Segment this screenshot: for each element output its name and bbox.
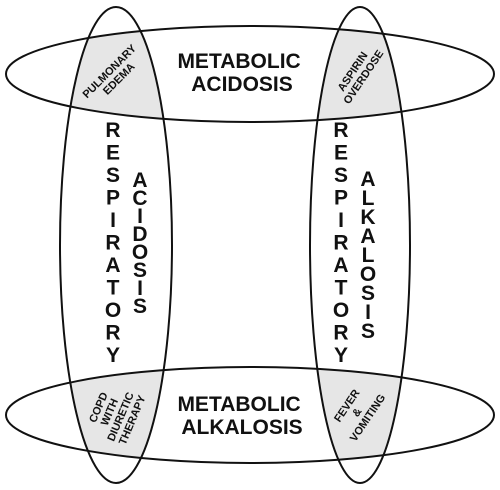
- vertical-letter: O: [333, 299, 349, 322]
- metabolic-alkalosis-ellipse: [5, 366, 495, 464]
- vertical-letter: R: [333, 232, 348, 255]
- vertical-letter: S: [133, 295, 147, 318]
- vertical-letter: S: [361, 320, 375, 343]
- vertical-letter: A: [333, 254, 348, 277]
- metabolic-acidosis-label: METABOLIC ACIDOSIS: [177, 50, 306, 96]
- vertical-letter: I: [137, 277, 143, 300]
- vertical-letter: A: [360, 225, 375, 248]
- vertical-letter: S: [133, 259, 147, 282]
- vertical-letter: O: [360, 263, 376, 286]
- vertical-letter: Y: [334, 344, 348, 367]
- metabolic-acidosis-line-2: ACIDOSIS: [191, 73, 293, 96]
- vertical-letter: I: [338, 209, 344, 232]
- vertical-letter: I: [110, 209, 116, 232]
- vertical-letter: P: [334, 187, 348, 210]
- vertical-letter: O: [105, 299, 121, 322]
- vertical-letter: O: [132, 241, 148, 264]
- metabolic-acidosis-line-1: METABOLIC: [177, 50, 300, 73]
- vertical-letter: R: [333, 119, 348, 142]
- vertical-letter: L: [362, 244, 375, 267]
- vertical-letter: S: [361, 282, 375, 305]
- metabolic-alkalosis-line-1: METABOLIC: [177, 393, 300, 416]
- metabolic-alkalosis-line-2: ALKALOSIS: [181, 416, 302, 439]
- vertical-letter: E: [334, 142, 348, 165]
- vertical-letter: L: [362, 187, 375, 210]
- vertical-letter: D: [132, 223, 147, 246]
- vertical-letter: T: [335, 277, 348, 300]
- vertical-letter: A: [132, 169, 147, 192]
- vertical-letter: A: [360, 168, 375, 191]
- metabolic-acidosis-ellipse: [5, 25, 495, 123]
- vertical-letter: A: [105, 254, 120, 277]
- vertical-letter: C: [132, 187, 147, 210]
- respiratory-acidosis-ellipse: [59, 6, 173, 484]
- vertical-letter: S: [106, 164, 120, 187]
- vertical-letter: T: [107, 277, 120, 300]
- vertical-letter: Y: [106, 344, 120, 367]
- vertical-letter: S: [334, 164, 348, 187]
- vertical-letter: I: [365, 301, 371, 324]
- vertical-letter: R: [105, 322, 120, 345]
- metabolic-alkalosis-label: METABOLIC ALKALOSIS: [177, 393, 306, 439]
- vertical-letter: R: [333, 322, 348, 345]
- vertical-letter: E: [106, 142, 120, 165]
- vertical-letter: R: [105, 232, 120, 255]
- vertical-letter: R: [105, 119, 120, 142]
- vertical-letter: K: [360, 206, 375, 229]
- vertical-letter: I: [137, 205, 143, 228]
- respiratory-alkalosis-ellipse: [309, 6, 411, 484]
- vertical-letter: P: [106, 187, 120, 210]
